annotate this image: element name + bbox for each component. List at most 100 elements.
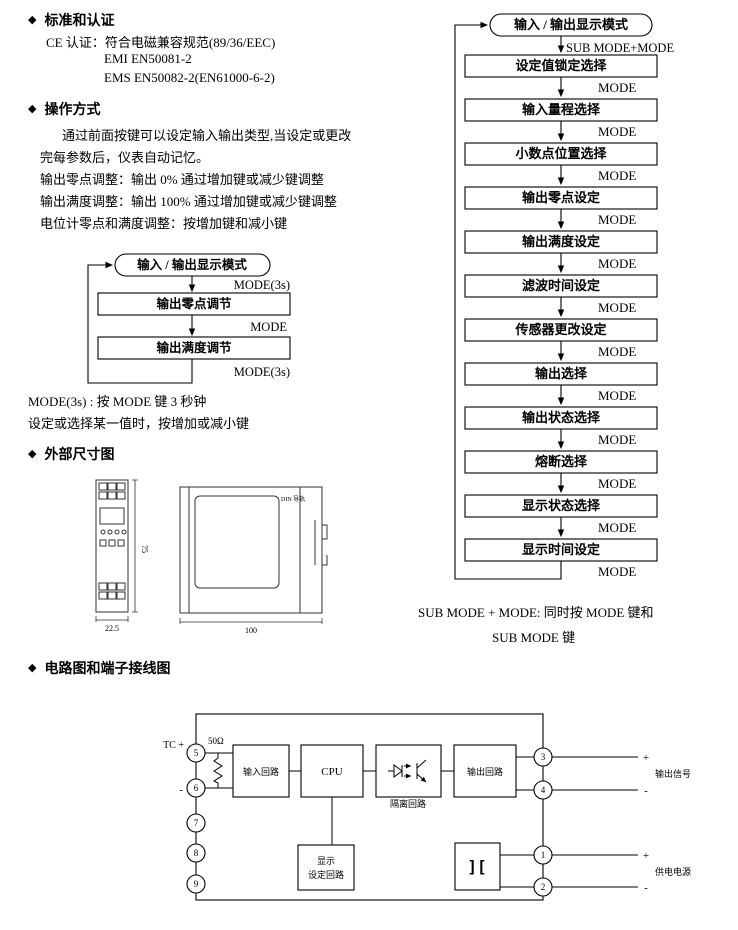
section-circuit-heading: ◆ 电路图和端子接线图 bbox=[28, 658, 170, 678]
operation-paragraph: 完每参数后，仪表自动记忆。 bbox=[40, 150, 210, 165]
flow-step-label: 小数点位置选择 bbox=[515, 146, 607, 161]
mode-3s-label: MODE(3s) bbox=[234, 365, 290, 379]
flow-step-label: 传感器更改设定 bbox=[514, 322, 606, 337]
cpu-label: CPU bbox=[321, 766, 342, 778]
cpu-block bbox=[300, 744, 364, 798]
terminal-3-number: 3 bbox=[541, 752, 546, 762]
circuit-diagram: 5 6 7 8 9 3 4 1 2 TC + - 50Ω 输入回路 CPU 隔离… bbox=[163, 713, 691, 901]
operation-title: 操作方式 bbox=[44, 103, 101, 118]
section-dimensions-heading: ◆ 外部尺寸图 bbox=[28, 444, 114, 464]
operation-paragraph: 输出零点调整：输出 0% 通过增加键或减少键调整 bbox=[40, 172, 324, 187]
mode-note: MODE(3s) : 按 MODE 键 3 秒钟 bbox=[28, 394, 207, 409]
output-signal-label: 输出信号 bbox=[655, 768, 691, 779]
terminal-6 bbox=[186, 778, 206, 798]
operation-paragraph: 电位计零点和满度调整：按增加键和减小键 bbox=[40, 216, 288, 231]
mode-flowchart: 输入 / 输出显示模式 SUB MODE+MODE 设定值锁定选择 输入量程选择… bbox=[454, 13, 674, 580]
isolation-block bbox=[375, 744, 442, 798]
section-standards-heading: ◆ 标准和认证 bbox=[28, 10, 114, 30]
input-circuit-block bbox=[232, 744, 290, 798]
terminal-5-number: 5 bbox=[194, 748, 199, 758]
terminal-2-number: 2 bbox=[541, 882, 546, 892]
circuit-title: 电路图和端子接线图 bbox=[44, 662, 171, 677]
mode-label: MODE bbox=[598, 432, 636, 447]
flow-step-label: 输出状态选择 bbox=[522, 410, 601, 425]
output-adjust-flowchart: 输入 / 输出显示模式 输出零点调节 输出满度调节 MODE(3s) MODE … bbox=[87, 253, 291, 384]
flow-step-label: 设定值锁定选择 bbox=[515, 58, 607, 73]
terminal-4-number: 4 bbox=[541, 785, 546, 795]
optocoupler-icon bbox=[388, 759, 427, 783]
side-view bbox=[179, 486, 328, 614]
mode-label: MODE bbox=[598, 124, 636, 139]
terminal-8-number: 8 bbox=[194, 848, 199, 858]
mode-label: MODE bbox=[250, 320, 287, 334]
resistor-value-label: 50Ω bbox=[208, 736, 224, 746]
flow-step-label: 输出零点设定 bbox=[522, 190, 600, 205]
input-circuit-label: 输入回路 bbox=[243, 766, 279, 777]
transformer-block bbox=[454, 842, 501, 891]
adjust-note: 设定或选择某一值时，按增加或减小键 bbox=[28, 416, 250, 431]
standards-title: 标准和认证 bbox=[44, 14, 115, 29]
diamond-bullet-icon: ◆ bbox=[28, 13, 37, 26]
terminal-3 bbox=[533, 747, 553, 767]
flow-start-label: 输入 / 输出显示模式 bbox=[137, 257, 247, 272]
width-dimension: 22.5 bbox=[105, 624, 119, 633]
terminal-circles bbox=[186, 743, 553, 897]
isolation-label: 隔离回路 bbox=[390, 798, 426, 809]
mode-label: MODE bbox=[598, 520, 636, 535]
mode-label: MODE bbox=[598, 256, 636, 271]
height-dimension: 75 bbox=[140, 545, 149, 553]
flow-step-label: 熔断选择 bbox=[535, 454, 588, 469]
mode-label: MODE bbox=[598, 388, 636, 403]
flow-step-label: 输出选择 bbox=[535, 366, 588, 381]
output-minus-label: - bbox=[644, 785, 648, 797]
housing-outline bbox=[195, 713, 544, 901]
sub-mode-label: SUB MODE+MODE bbox=[566, 41, 674, 55]
flow-start-box bbox=[489, 13, 653, 37]
flow-step-box bbox=[97, 336, 291, 360]
mode-label: MODE bbox=[598, 344, 636, 359]
display-label-line1: 显示 bbox=[317, 856, 335, 866]
ems-line: EMS EN50082-2(EN61000-6-2) bbox=[104, 70, 275, 85]
mode-label: MODE bbox=[598, 564, 636, 579]
ce-certification-line: CE 认证：符合电磁兼容规范(89/36/EEC) bbox=[46, 35, 276, 50]
power-supply-label: 供电电源 bbox=[655, 866, 691, 877]
flow-step-label: 输出满度调节 bbox=[156, 340, 232, 355]
section-operation-heading: ◆ 操作方式 bbox=[28, 99, 100, 119]
output-circuit-label: 输出回路 bbox=[467, 766, 503, 777]
circuit-wires bbox=[205, 752, 638, 888]
flow-step-label: 输入量程选择 bbox=[522, 102, 601, 117]
din-rail-label: DIN 导轨 bbox=[281, 495, 305, 503]
terminal-5 bbox=[186, 743, 206, 763]
side-view-dim-lines bbox=[179, 618, 323, 624]
mode-3s-label: MODE(3s) bbox=[234, 278, 290, 292]
terminal-8 bbox=[186, 843, 206, 863]
terminal-1-number: 1 bbox=[541, 850, 546, 860]
terminal-2 bbox=[533, 877, 553, 897]
flow-step-label: 滤波时间设定 bbox=[522, 278, 600, 293]
terminal-7-number: 7 bbox=[194, 818, 199, 828]
flow-step-label: 显示状态选择 bbox=[522, 498, 601, 513]
diamond-bullet-icon: ◆ bbox=[28, 661, 37, 674]
flow-connectors bbox=[87, 253, 291, 384]
front-view bbox=[95, 479, 129, 613]
terminal-4 bbox=[533, 780, 553, 800]
flowchart-footnote: SUB MODE + MODE: 同时按 MODE 键和 bbox=[418, 605, 654, 620]
dimension-drawing: 22.5 75 DIN 导轨 100 bbox=[95, 479, 328, 635]
flow-connectors bbox=[454, 13, 658, 580]
output-circuit-block bbox=[453, 744, 517, 798]
operation-paragraph: 输出满度调整：输出 100% 通过增加键或减少键调整 bbox=[40, 194, 337, 209]
mode-label: MODE bbox=[598, 212, 636, 227]
diamond-bullet-icon: ◆ bbox=[28, 447, 37, 460]
flow-step-label: 输出满度设定 bbox=[522, 234, 600, 249]
transformer-icon: ][ bbox=[467, 857, 486, 876]
display-label-line2: 设定回路 bbox=[308, 869, 344, 880]
flowchart-footnote: SUB MODE 键 bbox=[492, 630, 576, 645]
mode-label: MODE bbox=[598, 168, 636, 183]
power-plus-label: + bbox=[643, 850, 649, 862]
mode-label: MODE bbox=[598, 476, 636, 491]
emi-line: EMI EN50081-2 bbox=[104, 51, 192, 66]
diamond-bullet-icon: ◆ bbox=[28, 102, 37, 115]
tc-minus-label: - bbox=[179, 784, 183, 796]
dimensions-title: 外部尺寸图 bbox=[44, 448, 115, 463]
